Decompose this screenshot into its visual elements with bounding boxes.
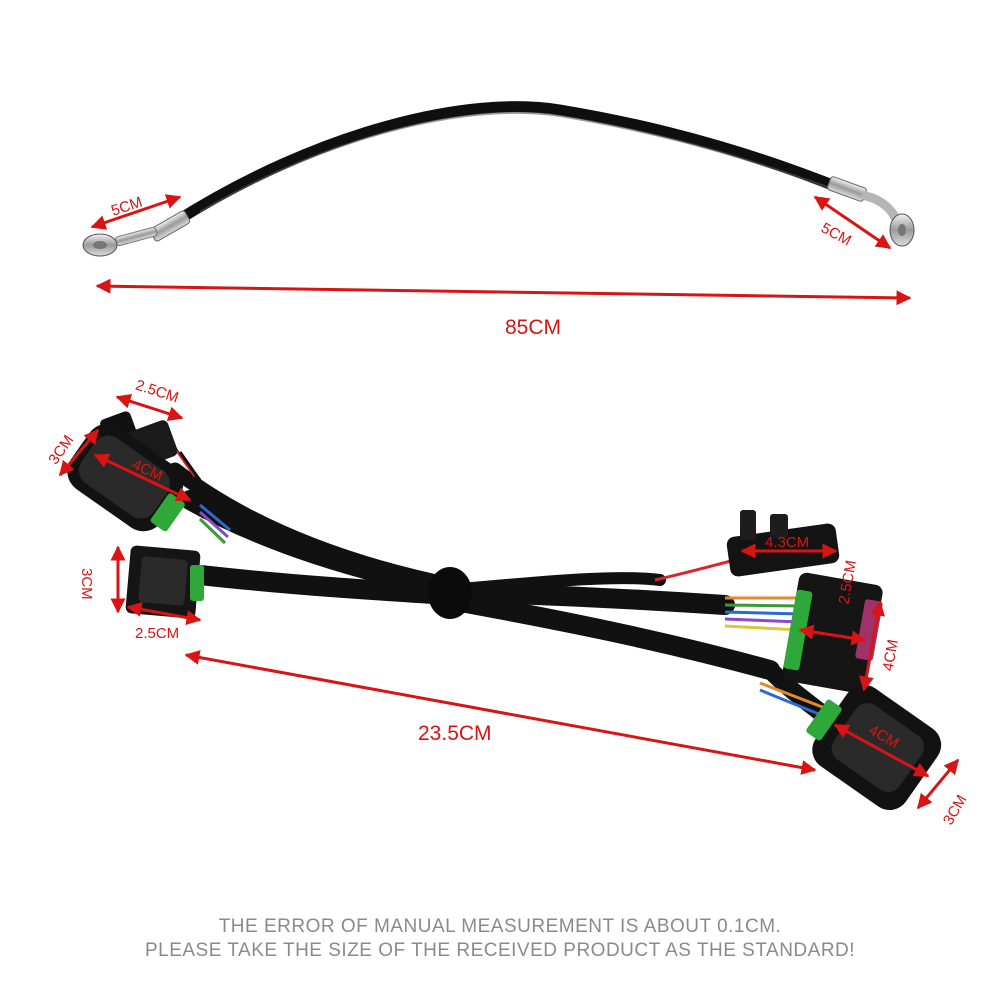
dim-label-small-connector-width: 2.5CM xyxy=(133,377,180,407)
brake-hose-highlight xyxy=(199,111,831,213)
dim-arrow-brake-total xyxy=(95,278,912,306)
wiring-harness: 2.5CM 3CM 4CM 3CM 2.5CM 23.5CM 4.3CM 2.5… xyxy=(45,377,970,828)
dim-arrow-right-square-height xyxy=(859,600,885,692)
colored-wires-left xyxy=(198,503,231,545)
large-connector-left xyxy=(67,423,185,532)
dim-label-right-large-height: 3CM xyxy=(940,792,971,828)
square-connector-mid-left xyxy=(125,545,204,619)
dim-label-harness-total: 23.5CM xyxy=(418,722,492,745)
dim-arrow-right-fitting xyxy=(813,195,892,250)
dim-label-mid-connector-height: 3CM xyxy=(78,568,95,600)
brake-hose xyxy=(169,101,851,228)
dim-arrow-harness-total xyxy=(184,650,817,775)
dim-label-brake-total: 85CM xyxy=(505,316,561,339)
measurement-note-line2: PLEASE TAKE THE SIZE OF THE RECEIVED PRO… xyxy=(144,940,856,961)
dim-label-right-square-height: 4CM xyxy=(880,638,902,672)
measurement-note-line1: THE ERROR OF MANUAL MEASUREMENT IS ABOUT… xyxy=(218,916,782,937)
dim-arrow-mid-connector-width xyxy=(126,602,202,625)
left-banjo-fitting xyxy=(82,210,191,257)
dim-arrow-left-fitting xyxy=(90,194,182,230)
dim-arrow-small-connector-width xyxy=(115,394,184,421)
dim-label-right-small-connector: 4.3CM xyxy=(765,534,809,551)
square-connector-right xyxy=(782,572,883,694)
dim-arrow-right-large-height xyxy=(916,758,960,810)
dim-arrow-large-connector-height xyxy=(58,428,100,477)
brake-line: 5CM 5CM 85CM xyxy=(82,101,915,339)
dim-arrow-right-large-width xyxy=(833,723,930,778)
dim-arrow-right-square-width xyxy=(798,624,867,646)
dim-label-right-fitting: 5CM xyxy=(818,220,854,250)
dim-arrow-large-connector-width xyxy=(93,453,192,502)
dim-label-mid-connector-width: 2.5CM xyxy=(135,625,179,642)
